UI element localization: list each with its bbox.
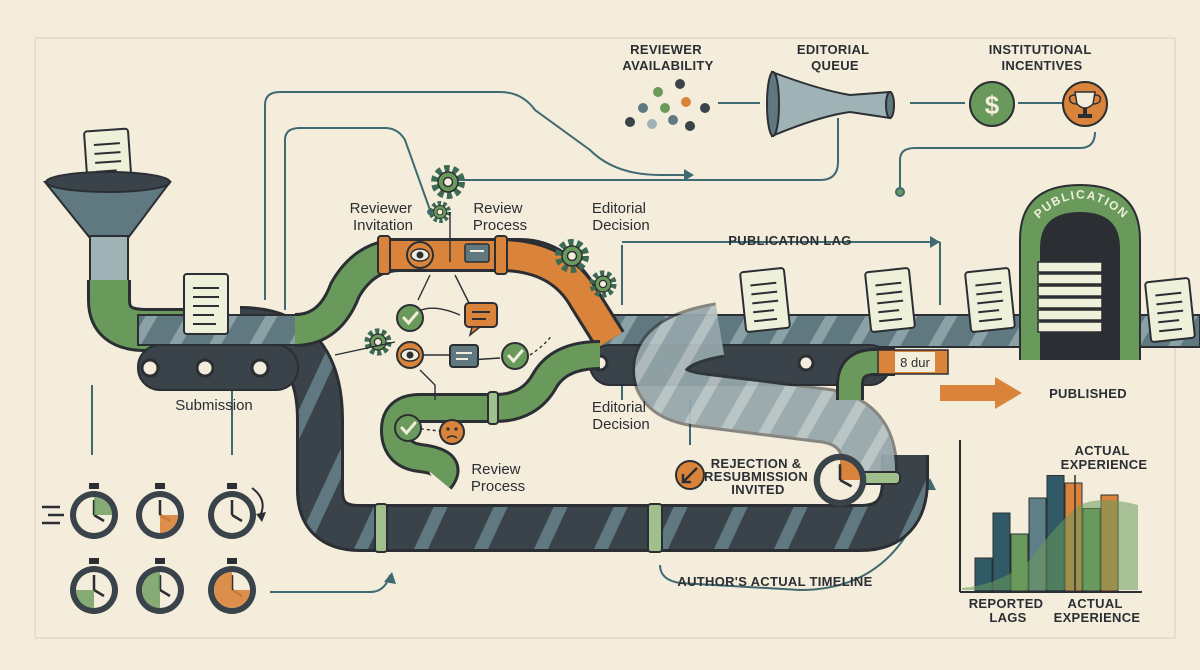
published-label: PUBLISHED (1049, 386, 1127, 401)
svg-text:$: $ (985, 90, 1000, 120)
reviewer-invitation-label: Reviewer Invitation (350, 200, 417, 234)
stopwatch-icon (134, 481, 186, 541)
chart-bar (992, 512, 1011, 592)
reviewer-availability-dots (625, 79, 710, 131)
document-icon (183, 273, 229, 335)
lag-comparison-chart (959, 440, 1142, 593)
stopwatch-icon (813, 453, 867, 507)
duration-badge: 8 dur (877, 349, 949, 375)
editorial-queue-horn (766, 70, 895, 138)
chart-bar (974, 557, 993, 592)
gear-icon (435, 169, 461, 195)
distribution-area (962, 500, 1138, 590)
chart-x-reported-label: REPORTED LAGS (969, 596, 1048, 625)
document-icon (963, 266, 1017, 334)
stopwatch-icon (68, 556, 120, 616)
review-process-top-label: Review Process (473, 200, 527, 234)
authors-timeline-label: AUTHOR'S ACTUAL TIMELINE (677, 574, 872, 589)
check-icon (500, 341, 530, 371)
stopwatch-icon (206, 556, 258, 616)
stopwatch-icon (68, 481, 120, 541)
gear-icon (368, 332, 389, 353)
chat-icon (464, 302, 498, 337)
svg-text:8 dur: 8 dur (900, 355, 930, 370)
institutional-incentives-label: INSTITUTIONAL INCENTIVES (989, 42, 1096, 73)
reviewer-availability-label: REVIEWER AVAILABILITY (622, 42, 713, 73)
stopwatch-icon (134, 556, 186, 616)
stopwatch-group (42, 481, 266, 616)
chart-top-label: ACTUAL EXPERIENCE (1061, 443, 1148, 472)
editorial-decision-top-label: Editorial Decision (592, 200, 650, 234)
document-icon (1143, 276, 1197, 344)
dollar-icon: $ (969, 81, 1015, 127)
connector-lines (91, 91, 1096, 593)
eye-icon (406, 241, 434, 269)
arrow-icon (940, 377, 1022, 409)
check-icon (393, 413, 423, 443)
editorial-decision-bottom-label: Editorial Decision (592, 399, 650, 433)
document-icon (738, 266, 792, 334)
publication-lag-label: PUBLICATION LAG (728, 233, 851, 248)
trophy-icon (1062, 81, 1108, 127)
document-icon (863, 266, 917, 334)
chart-x-actual-label: ACTUAL EXPERIENCE (1054, 596, 1141, 625)
publication-arch: PUBLICATION (1019, 183, 1141, 360)
eye-icon (396, 341, 424, 369)
sad-face-icon (439, 419, 465, 445)
resubmission-pipe (634, 305, 895, 480)
submission-label: Submission (175, 397, 253, 414)
green-lower-pipe (382, 343, 601, 488)
rejection-icon (675, 460, 705, 490)
chat-icon (464, 243, 490, 263)
stopwatch-icon (206, 481, 258, 541)
dark-pipe (239, 309, 926, 549)
review-process-bottom-label: Review Process (471, 461, 525, 495)
gear-icon (432, 204, 449, 221)
chat-icon (449, 344, 479, 368)
submission-funnel (42, 127, 172, 285)
editorial-queue-label: EDITORIAL QUEUE (797, 42, 873, 73)
speed-lines (42, 505, 64, 525)
rejection-label: REJECTION & RESUBMISSION INVITED (704, 456, 812, 497)
check-icon (395, 303, 425, 333)
